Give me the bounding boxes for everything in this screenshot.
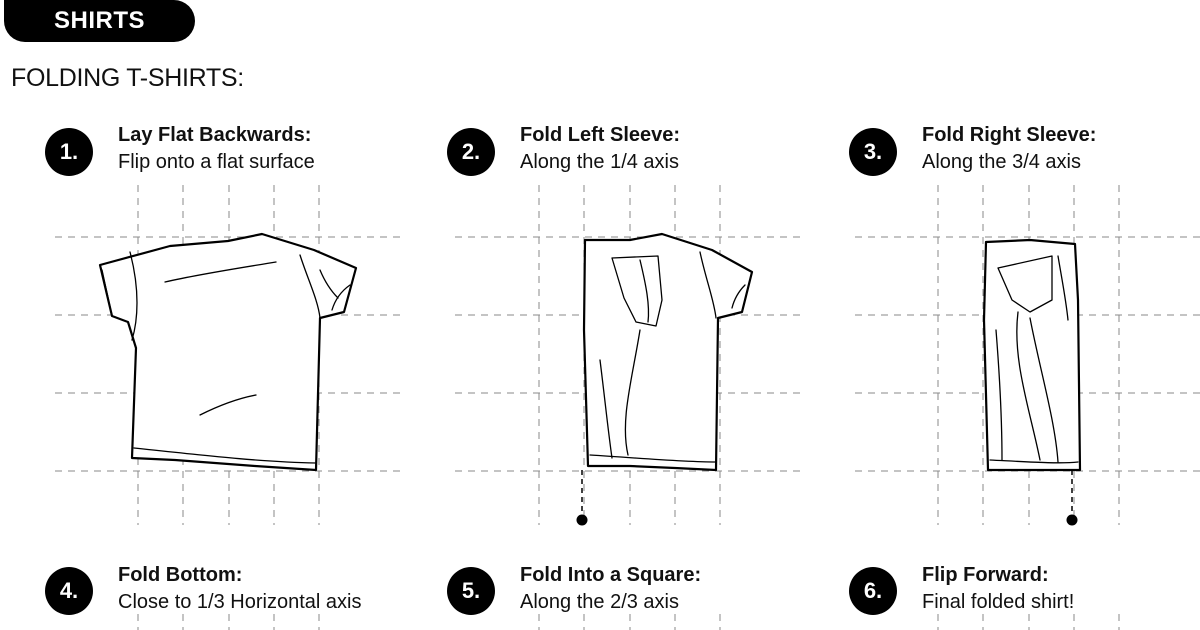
step-2-title: Fold Left Sleeve: (520, 124, 681, 146)
step-4-description: Close to 1/3 Horizontal axis (118, 591, 362, 613)
fold-axis-markers (576, 470, 1078, 526)
step-3-number-badge: 3. (849, 128, 897, 176)
step-3-title: Fold Right Sleeve: (922, 124, 1097, 146)
step-5-number-badge: 5. (447, 567, 495, 615)
page-title: FOLDING T-SHIRTS: (11, 64, 244, 92)
step-6-description: Final folded shirt! (922, 591, 1075, 613)
shirt-flat-illustration (98, 232, 358, 472)
step-2-number-badge: 2. (447, 128, 495, 176)
step-1-title: Lay Flat Backwards: (118, 124, 312, 146)
step-2-description: Along the 1/4 axis (520, 151, 679, 173)
step-5-title: Fold Into a Square: (520, 564, 702, 586)
section-tab-shirts: SHIRTS (4, 0, 195, 42)
step-4-number-badge: 4. (45, 567, 93, 615)
step-4-title: Fold Bottom: (118, 564, 243, 586)
step-5-description: Along the 2/3 axis (520, 591, 679, 613)
step-1-description: Flip onto a flat surface (118, 151, 315, 173)
step-6-title: Flip Forward: (922, 564, 1049, 586)
shirt-left-sleeve-folded-illustration (582, 232, 754, 472)
step-3-description: Along the 3/4 axis (922, 151, 1081, 173)
step-1-number-badge: 1. (45, 128, 93, 176)
step-6-number-badge: 6. (849, 567, 897, 615)
shirt-both-sleeves-folded-illustration (982, 238, 1082, 472)
